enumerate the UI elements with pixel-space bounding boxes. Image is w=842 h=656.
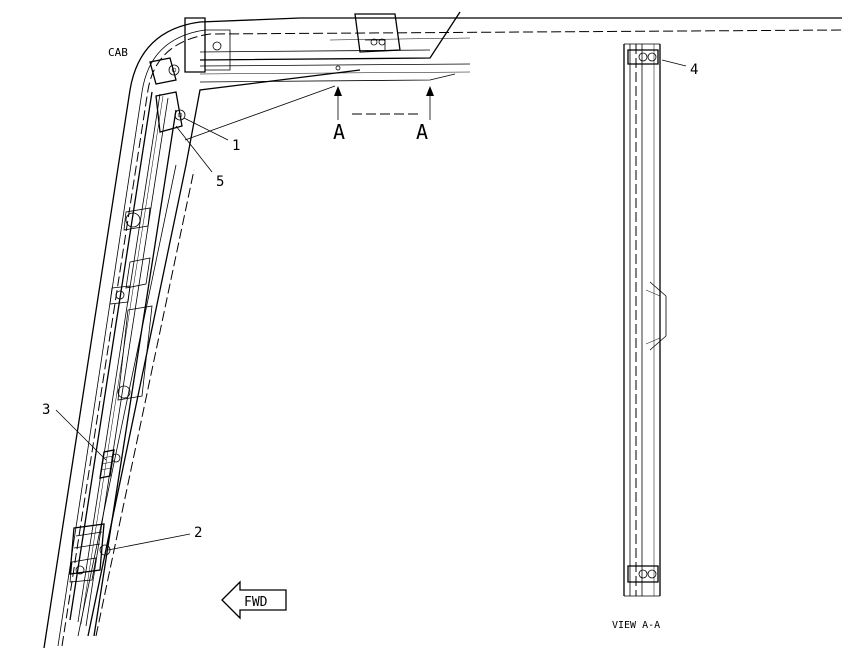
window-rail-assembly — [69, 91, 186, 637]
callout-2: 2 — [194, 525, 202, 541]
callout-1: 1 — [232, 138, 240, 154]
callout-4: 4 — [690, 62, 698, 78]
section-label-left: A — [333, 120, 345, 144]
callout-5: 5 — [216, 174, 224, 190]
corner-bracket — [149, 57, 180, 85]
fwd-arrow-icon — [221, 580, 287, 620]
callout-leaders — [55, 59, 687, 551]
callout-3: 3 — [42, 402, 50, 418]
view-a-a-frame — [623, 43, 667, 597]
roof-bracket — [184, 13, 401, 73]
section-label-right: A — [416, 120, 428, 144]
fwd-label: FWD — [244, 595, 268, 610]
view-label: VIEW A-A — [612, 620, 660, 631]
cab-label: CAB — [108, 46, 128, 59]
section-indicator-a-a — [184, 85, 434, 141]
cab-pillar — [43, 11, 842, 649]
